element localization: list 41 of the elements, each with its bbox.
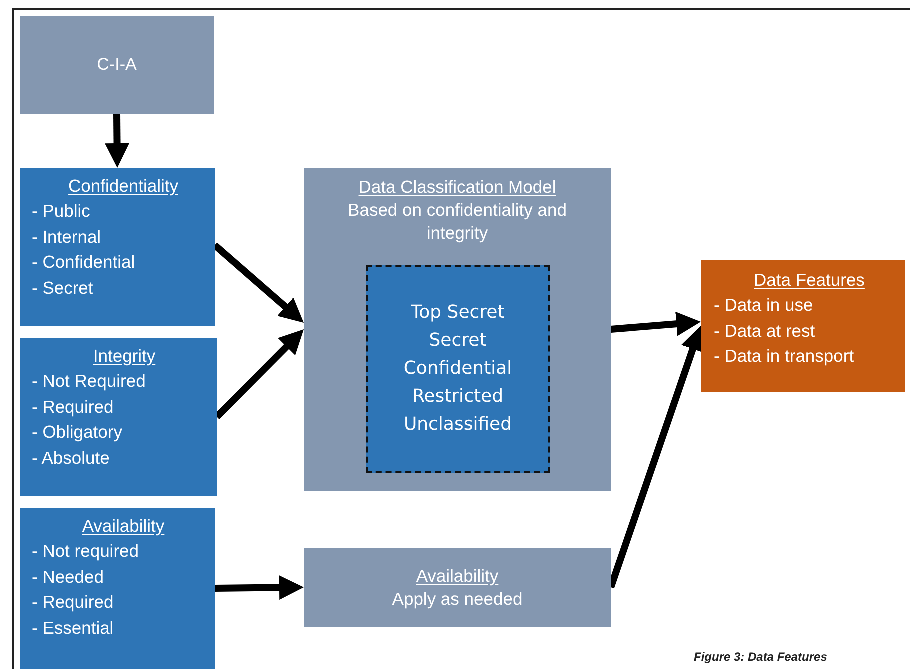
box-text: Top Secret: [411, 301, 505, 326]
arrow: [610, 312, 701, 336]
box-heading: Availability: [416, 564, 499, 588]
list-item: - Secret: [32, 276, 94, 300]
box-heading: Data Classification Model: [358, 176, 556, 199]
box-heading: Data Features: [754, 269, 865, 292]
process-box: [20, 16, 214, 114]
box-text: Based on confidentiality and integrity: [347, 198, 568, 244]
box-text: Apply as needed: [392, 588, 523, 610]
list-item: - Required: [32, 591, 114, 614]
list-item: - Not required: [32, 540, 139, 564]
box-heading: Integrity: [93, 345, 156, 368]
box-text: C-I-A: [97, 54, 137, 76]
box-text: Secret: [429, 329, 487, 354]
list-item: - Confidential: [32, 251, 136, 274]
box-heading: Confidentiality: [68, 175, 178, 198]
process-box: [304, 168, 611, 491]
list-item: - Internal: [32, 226, 102, 249]
process-box: [304, 548, 611, 627]
list-item: - Public: [32, 200, 90, 224]
process-box: [20, 338, 217, 496]
list-item: - Needed: [32, 566, 104, 589]
list-item: - Data at rest: [714, 320, 816, 343]
list-item: - Obligatory: [32, 421, 122, 444]
list-item: - Required: [32, 396, 114, 419]
list-item: - Data in use: [714, 294, 814, 318]
list-item: - Not Required: [32, 370, 146, 394]
process-box: [701, 260, 905, 392]
box-heading: Availability: [82, 515, 165, 538]
dashed-box: [366, 265, 550, 473]
list-item: - Essential: [32, 616, 114, 640]
arrow: [105, 114, 130, 168]
box-text: Unclassified: [404, 412, 512, 437]
box-text: Confidential: [404, 357, 512, 382]
figure-caption: Figure 3: Data Features: [694, 650, 828, 664]
process-box: [20, 508, 215, 669]
list-item: - Data in transport: [714, 345, 854, 368]
arrow: [214, 576, 304, 600]
process-box: [20, 168, 215, 326]
list-item: - Absolute: [32, 446, 110, 470]
box-text: Restricted: [412, 384, 504, 409]
